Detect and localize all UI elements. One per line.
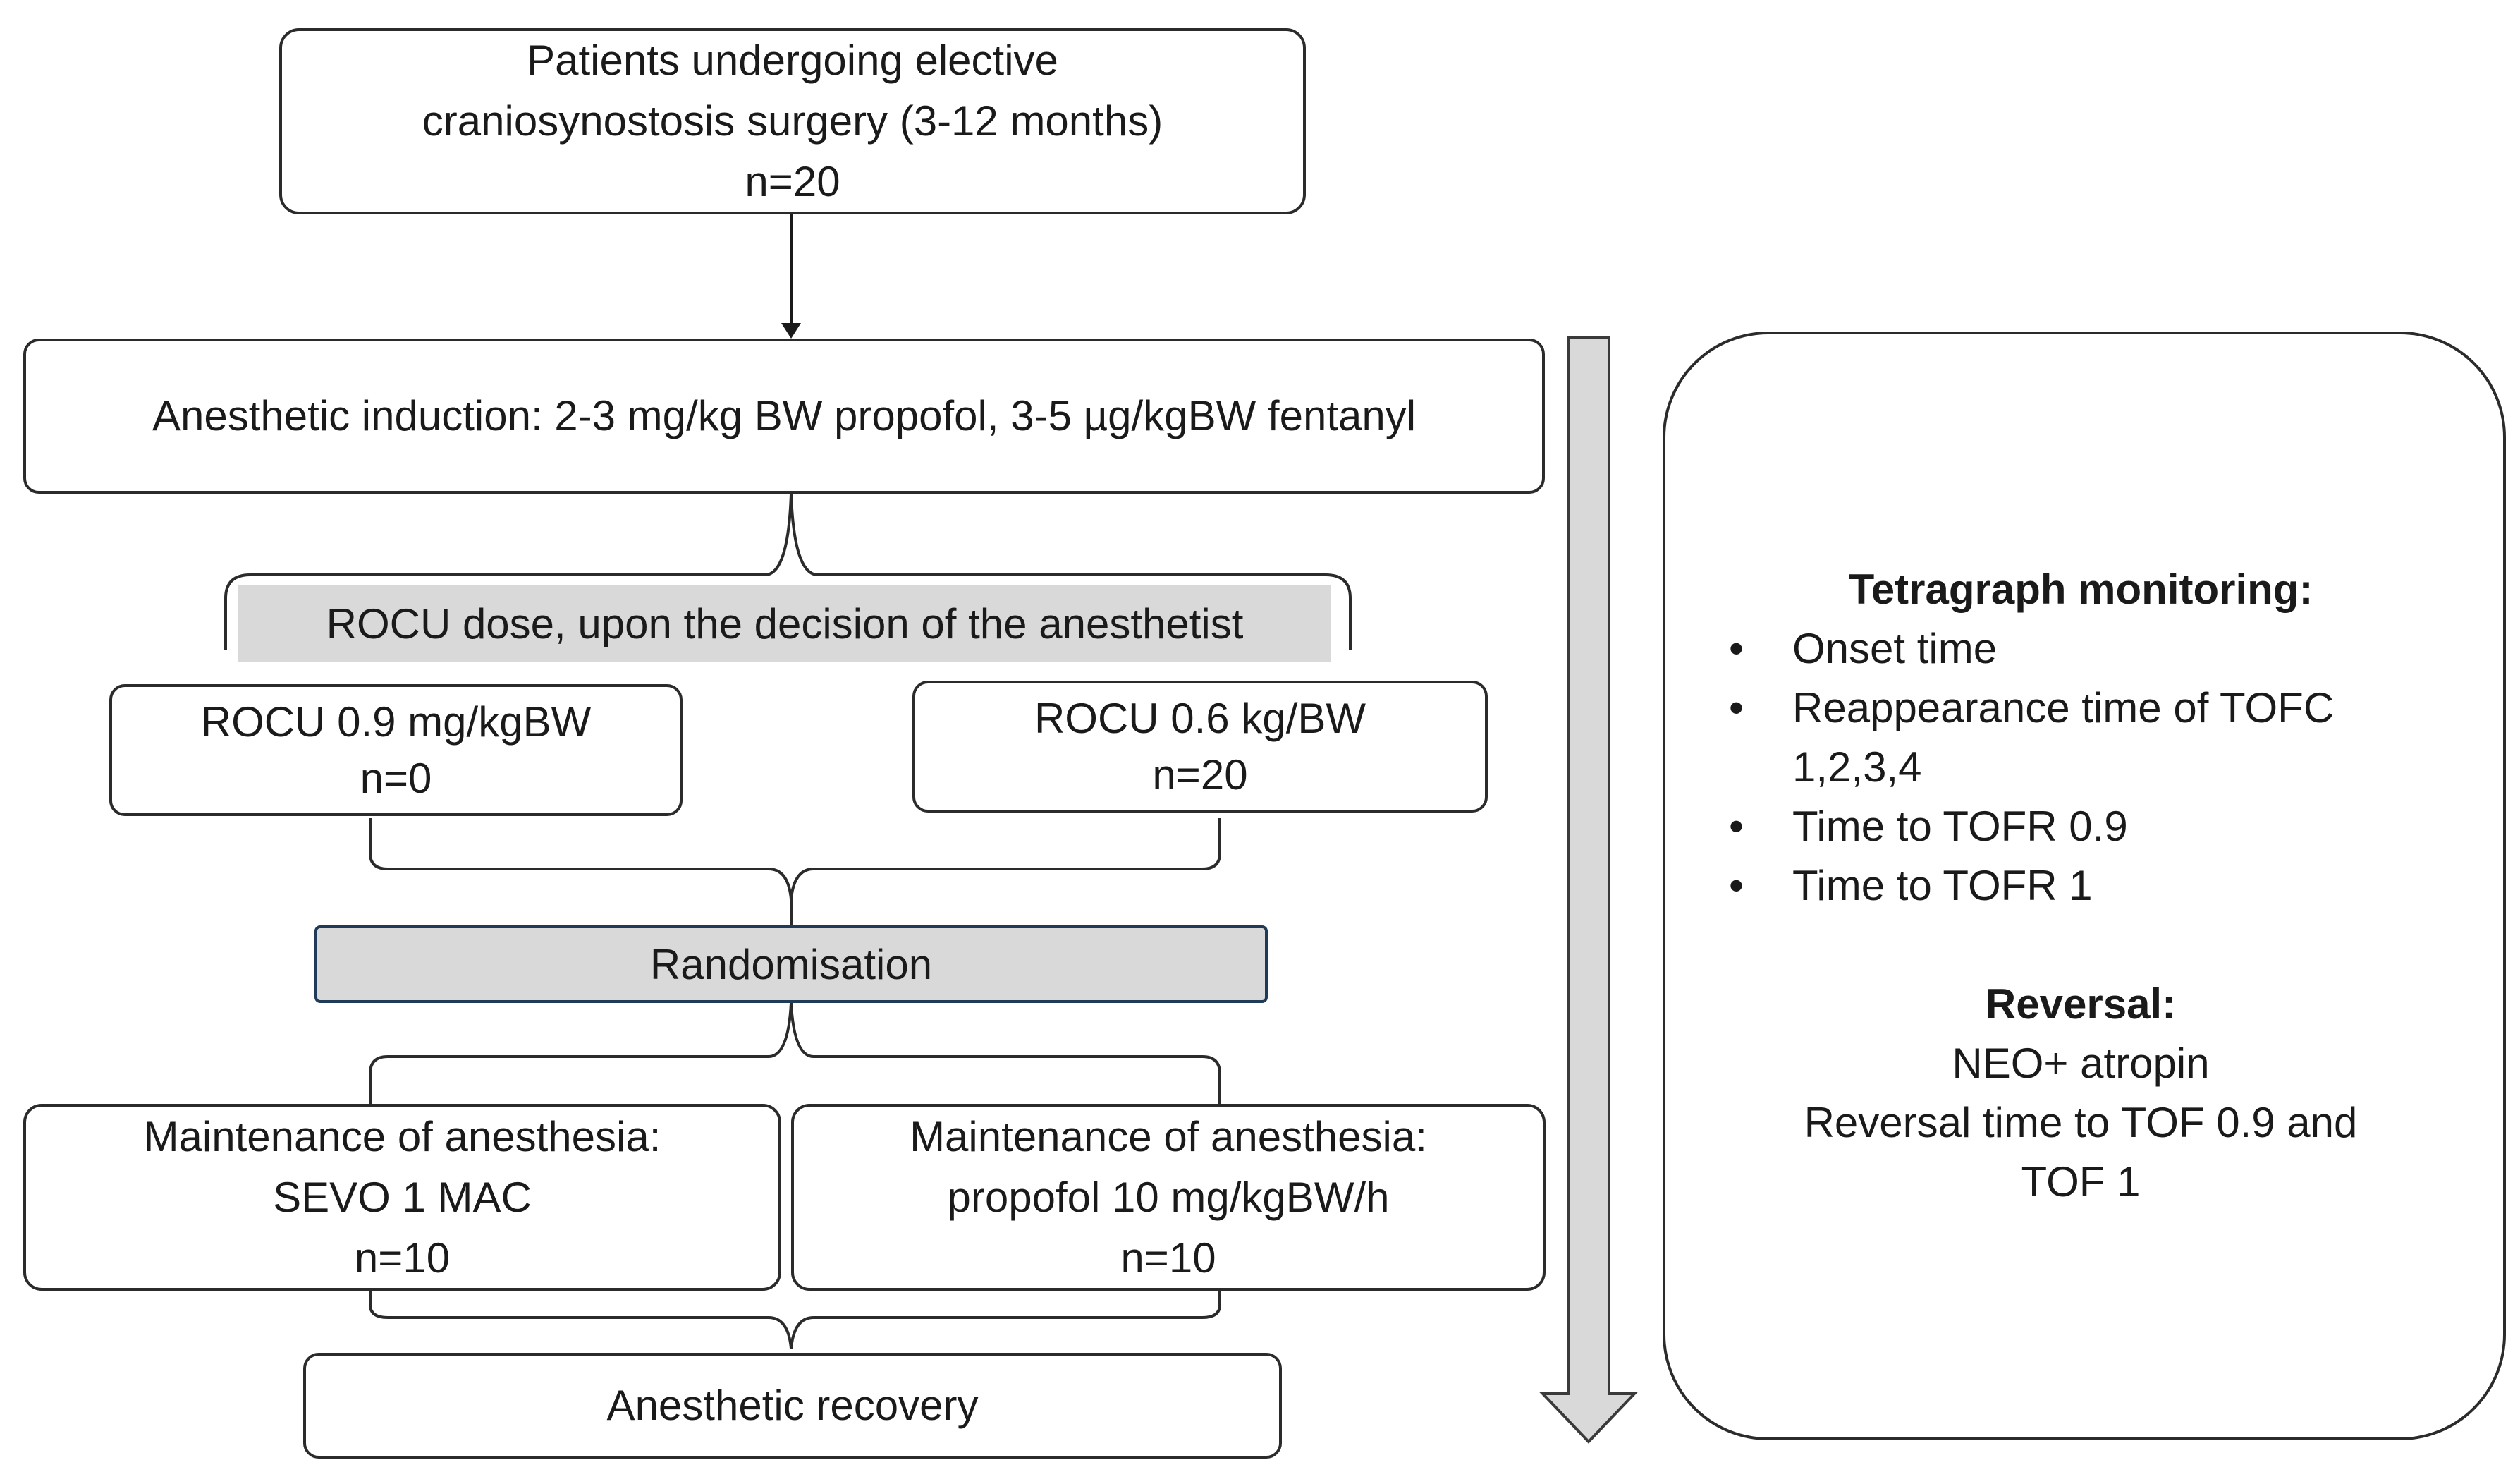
- maintenance-propofol-count: n=10: [1120, 1234, 1216, 1282]
- monitoring-list: Onset time Reappearance time of TOFC 1,2…: [1729, 619, 2433, 916]
- randomisation-box: Randomisation: [314, 925, 1268, 1003]
- maintenance-merge-brace: [369, 1291, 1221, 1349]
- monitoring-panel: Tetragraph monitoring: Onset time Reappe…: [1663, 332, 2506, 1440]
- rocu-merge-brace: [369, 818, 1221, 900]
- recovery-text: Anesthetic recovery: [606, 1382, 979, 1429]
- population-count: n=20: [745, 158, 840, 205]
- rocu-high-label: ROCU 0.9 mg/kgBW: [200, 698, 592, 746]
- monitoring-item: Time to TOFR 1: [1729, 856, 2433, 916]
- population-to-induction-arrow: [781, 214, 801, 339]
- monitoring-item: Time to TOFR 0.9: [1729, 797, 2433, 856]
- maintenance-propofol-line2: propofol 10 mg/kgBW/h: [947, 1173, 1390, 1221]
- rocu-decision-text: ROCU dose, upon the decision of the anes…: [326, 600, 1244, 647]
- maintenance-propofol-line1: Maintenance of anesthesia:: [910, 1112, 1427, 1160]
- rocu-low-label: ROCU 0.6 kg/BW: [1034, 694, 1366, 742]
- reversal-line1: NEO+ atropin: [1952, 1040, 2210, 1087]
- randomisation-split-brace: [369, 1002, 1221, 1104]
- randomisation-text: Randomisation: [649, 940, 933, 988]
- spacer: [1729, 916, 2433, 975]
- maintenance-sevo-line1: Maintenance of anesthesia:: [143, 1112, 661, 1160]
- induction-box: Anesthetic induction: 2-3 mg/kg BW propo…: [23, 339, 1545, 494]
- maintenance-sevo-box: Maintenance of anesthesia: SEVO 1 MAC n=…: [23, 1104, 781, 1291]
- rocu-high-box: ROCU 0.9 mg/kgBW n=0: [109, 684, 683, 816]
- population-box: Patients undergoing elective craniosynos…: [279, 28, 1306, 214]
- rocu-decision-label: ROCU dose, upon the decision of the anes…: [238, 585, 1331, 662]
- rocu-decision-brace: [224, 493, 1352, 650]
- monitoring-item: Reappearance time of TOFC 1,2,3,4: [1729, 679, 2433, 797]
- timeline-arrow: [1539, 336, 1638, 1444]
- rocu-low-count: n=20: [1152, 750, 1248, 798]
- reversal-heading: Reversal:: [1985, 980, 2177, 1028]
- rocu-low-box: ROCU 0.6 kg/BW n=20: [912, 681, 1488, 813]
- monitoring-heading: Tetragraph monitoring:: [1848, 566, 2313, 613]
- recovery-box: Anesthetic recovery: [303, 1353, 1282, 1459]
- maintenance-sevo-line2: SEVO 1 MAC: [273, 1173, 532, 1221]
- monitoring-item: Onset time: [1729, 619, 2433, 679]
- maintenance-propofol-box: Maintenance of anesthesia: propofol 10 m…: [791, 1104, 1546, 1291]
- maintenance-sevo-count: n=10: [354, 1234, 451, 1282]
- induction-text: Anesthetic induction: 2-3 mg/kg BW propo…: [152, 392, 1417, 439]
- reversal-line2: Reversal time to TOF 0.9 and TOF 1: [1804, 1099, 2358, 1205]
- rocu-high-count: n=0: [360, 754, 432, 802]
- population-line1: Patients undergoing elective: [527, 37, 1058, 84]
- population-line2: craniosynostosis surgery (3-12 months): [422, 97, 1163, 145]
